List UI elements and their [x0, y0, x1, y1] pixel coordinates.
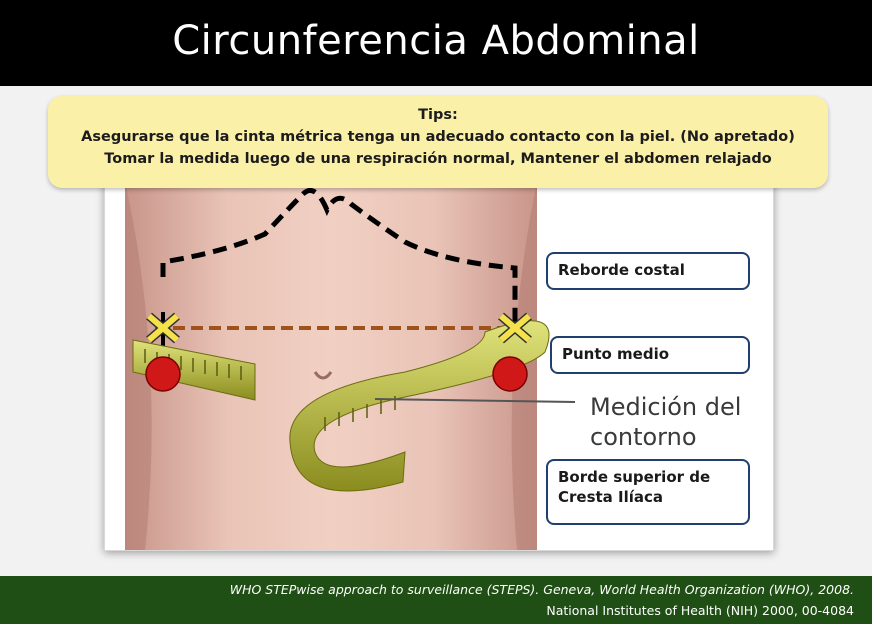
label-cresta-iliaca: Borde superior de Cresta Ilíaca	[546, 459, 750, 525]
tips-heading: Tips:	[48, 104, 828, 126]
tips-line-2: Tomar la medida luego de una respiración…	[48, 148, 828, 170]
annotation-line-2: contorno	[590, 422, 741, 452]
label-punto-medio: Punto medio	[550, 336, 750, 374]
annotation-line-1: Medición del	[590, 392, 741, 422]
right-red-marker	[493, 357, 527, 391]
left-red-marker	[146, 357, 180, 391]
footer-line-2: National Institutes of Health (NIH) 2000…	[546, 603, 854, 618]
label-punto-medio-text: Punto medio	[562, 345, 669, 363]
annotation-medicion: Medición del contorno	[590, 392, 741, 452]
footer-citation: WHO STEPwise approach to surveillance (S…	[0, 576, 872, 624]
label-cresta-iliaca-line-2: Cresta Ilíaca	[558, 487, 738, 507]
tips-line-1: Asegurarse que la cinta métrica tenga un…	[48, 126, 828, 148]
footer-line-1: WHO STEPwise approach to surveillance (S…	[230, 582, 854, 597]
label-reborde-costal: Reborde costal	[546, 252, 750, 290]
slide-title: Circunferencia Abdominal	[0, 18, 872, 64]
label-reborde-costal-text: Reborde costal	[558, 261, 685, 279]
tips-box: Tips: Asegurarse que la cinta métrica te…	[48, 96, 828, 188]
label-cresta-iliaca-line-1: Borde superior de	[558, 467, 738, 487]
